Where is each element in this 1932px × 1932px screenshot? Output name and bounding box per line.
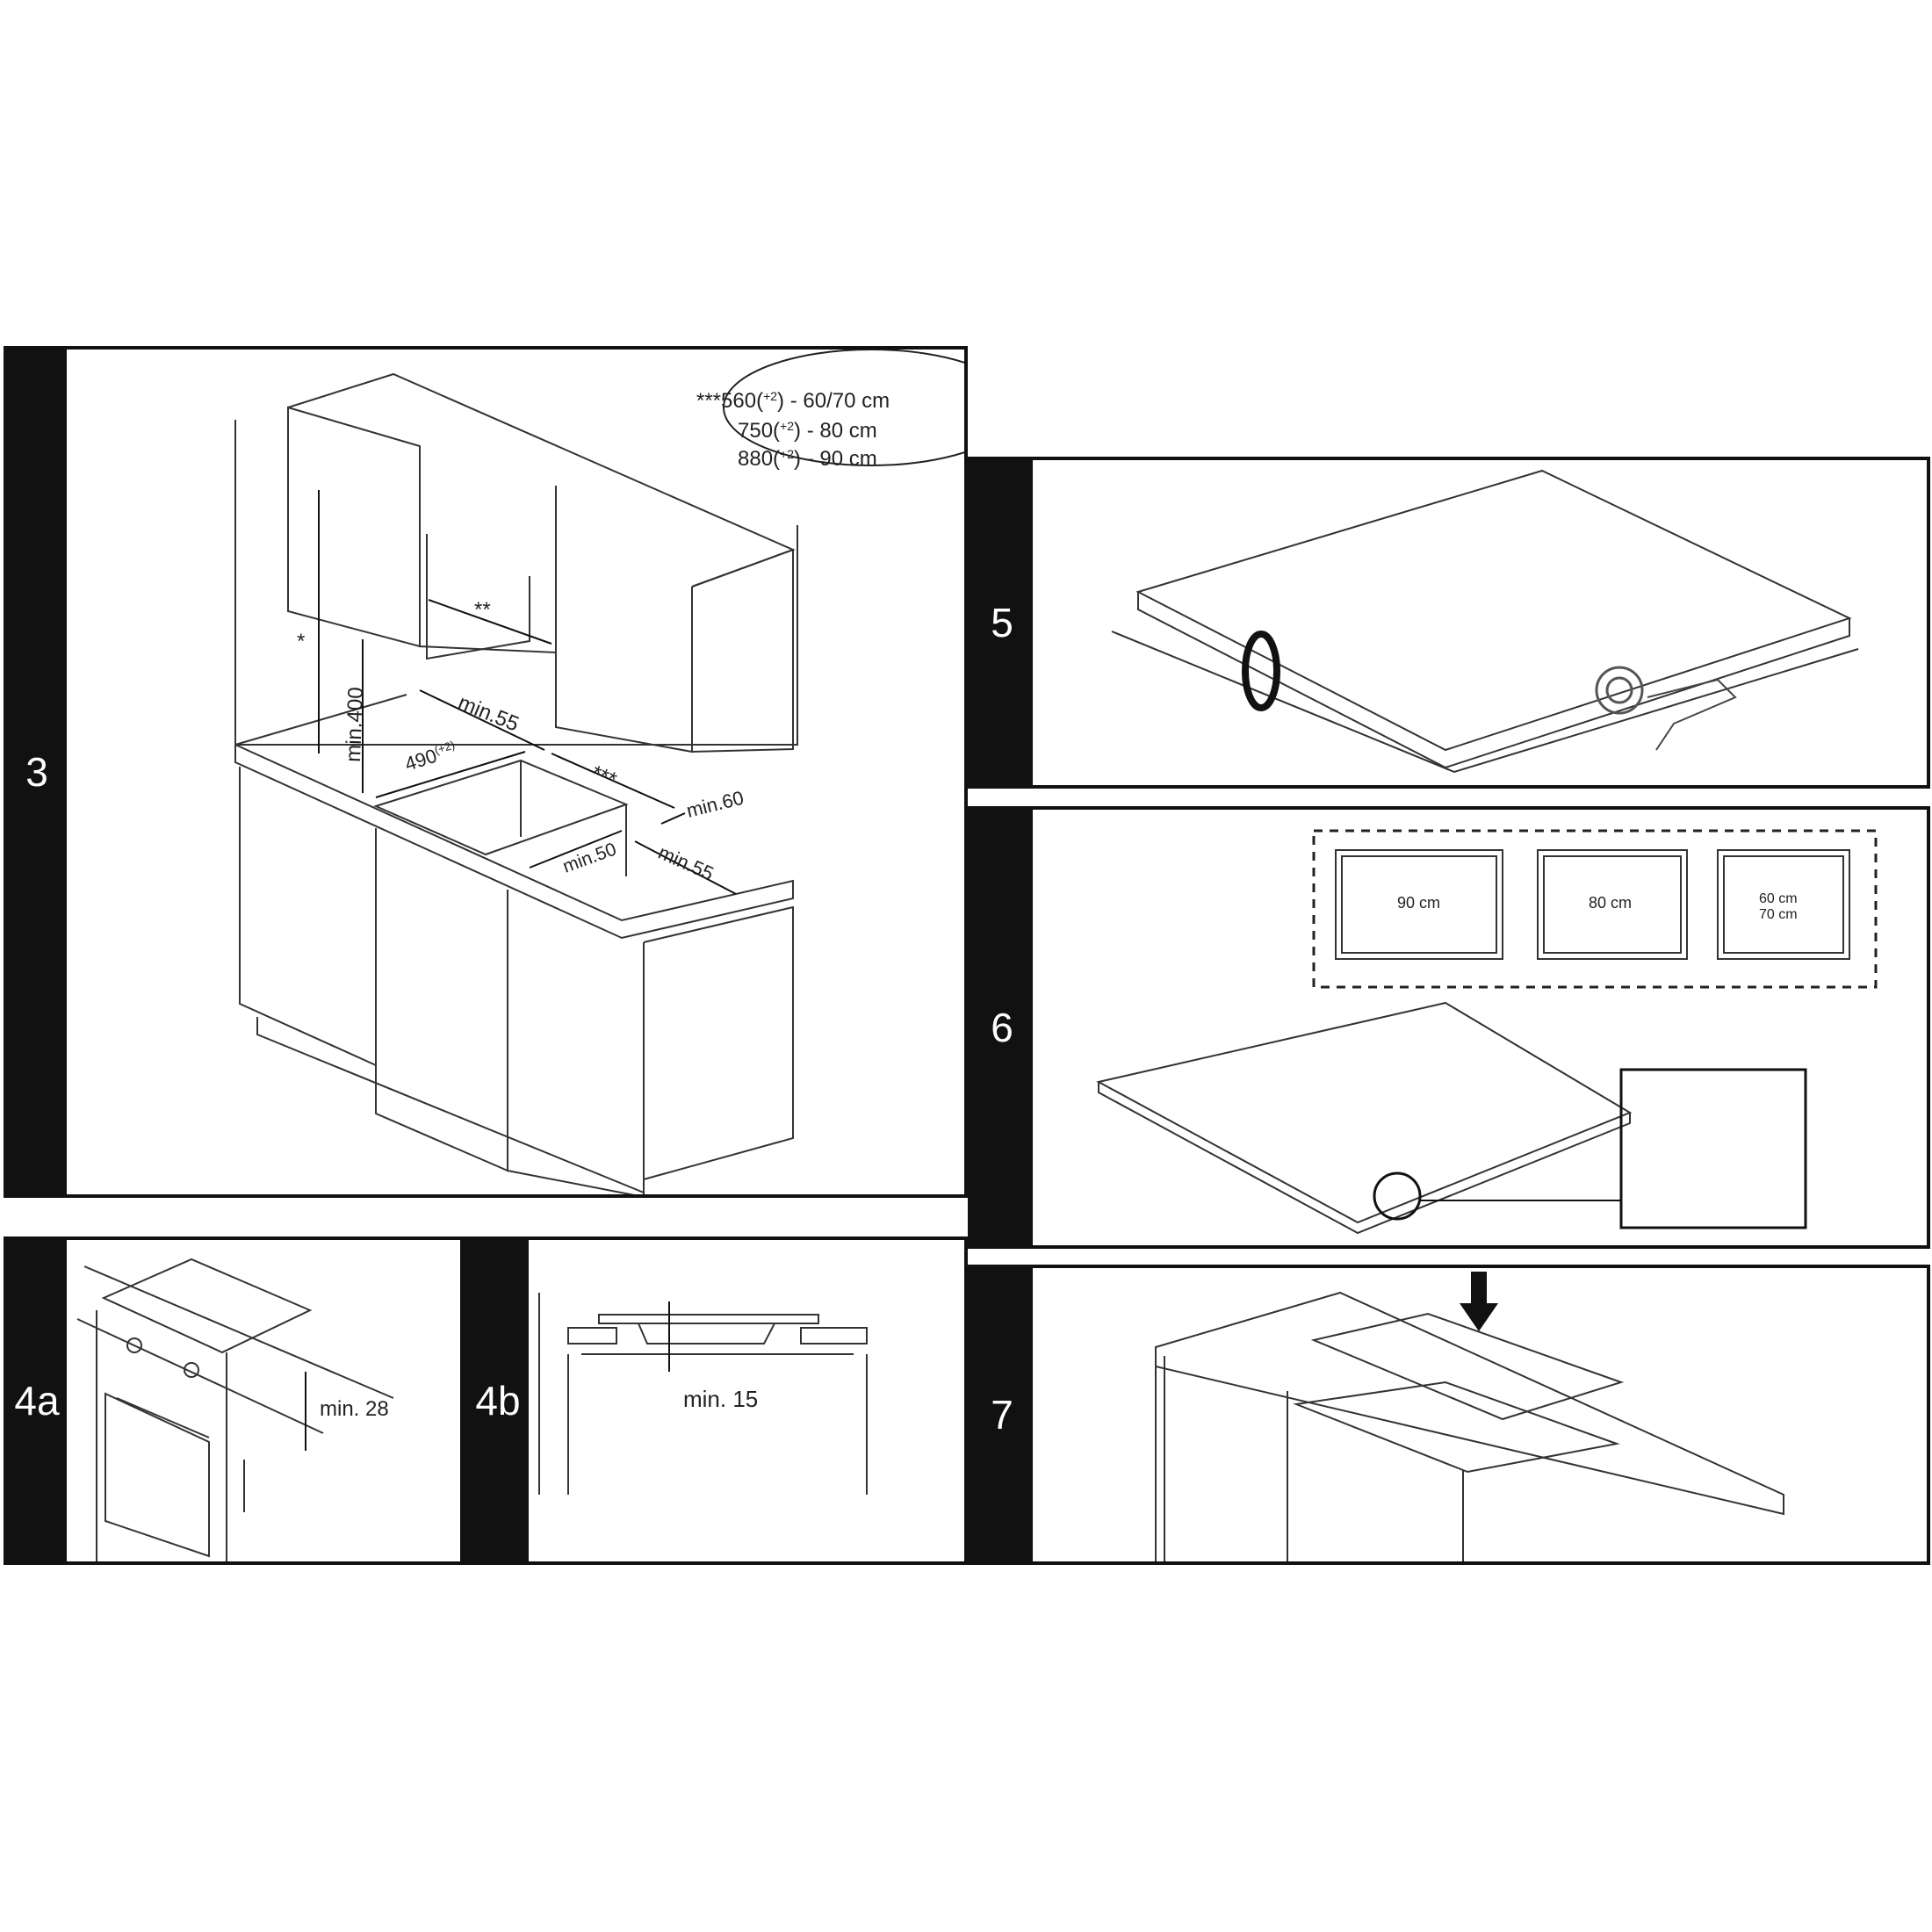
dim-min50-line [529,830,623,869]
hob-profile [598,1314,819,1324]
label-min400: min.400 [342,687,368,762]
seal-tape-roll-right [1595,666,1644,715]
down-arrow-icon [1460,1272,1498,1331]
note-line-3: 880(+2) - 90 cm [738,447,877,471]
label-490: 490(+2) [402,738,459,775]
panel-step-5: 5 [968,457,1930,789]
note-line-1: ***560(+2) - 60/70 cm [696,389,890,413]
hob-7 [1310,1312,1625,1421]
dim-min60-line [660,812,686,825]
frame-outline [1111,631,1859,774]
dim-triple-star-line [551,753,675,809]
countertop [234,743,794,940]
worktop-right [800,1327,868,1344]
step-4a-number: 4a [14,1378,60,1424]
step-4a-tab: 4a [7,1240,67,1561]
oven-under-hob-drawing: min. 28 [76,1258,394,1561]
step-7-number: 7 [991,1392,1013,1438]
hob-with-clips [1096,1001,1633,1224]
worktop-left [567,1327,617,1344]
step-5-number: 5 [991,600,1013,645]
hob-glass-top [1135,469,1852,752]
seal-application-drawing [1111,469,1859,774]
step-3-tab: 3 [7,350,67,1194]
upper-cabinet-left [287,406,421,648]
label-min60: min.60 [684,787,746,822]
plinth [256,1017,645,1193]
clip-placement-drawing: 90 cm 80 cm 60 cm 70 cm [1096,829,1878,1235]
clip-detail-box [1619,1068,1807,1229]
hob-underside [638,1323,775,1344]
seal-tape-roll-left [1242,631,1280,711]
oven-handle [116,1397,210,1438]
panel-step-7: 7 [968,1265,1930,1565]
hood-inner [426,534,530,660]
lower-cabinet-right [507,890,645,1194]
hob-top [101,1258,313,1354]
layout-80cm [1537,849,1688,960]
note-line-2: 750(+2) - 80 cm [738,419,877,443]
step-6-number: 6 [991,1005,1013,1050]
clip-zoom-circle [1373,1171,1422,1221]
cabinet-wall [567,1354,868,1495]
label-70cm: 70 cm [1759,907,1798,922]
panel-step-4b: 4b min. 15 [464,1236,968,1565]
hob-insertion-drawing [1155,1272,1784,1561]
clip-layout-box [1312,829,1878,989]
label-double-star: ** [474,598,491,622]
size-note-ellipse [723,350,964,466]
oven-body [96,1310,227,1561]
label-80cm: 80 cm [1589,894,1632,912]
label-90cm: 90 cm [1397,894,1440,912]
step-4b-tab: 4b [467,1240,529,1561]
oven-door [105,1392,210,1558]
step-4b-number: 4b [475,1378,521,1424]
oven-knob-2 [184,1362,199,1378]
label-star: * [297,630,305,653]
hand-icon [1647,678,1737,751]
back-wall [234,420,798,746]
panel-step-4a: 4a min. 28 [4,1236,464,1565]
hob-clearance-drawing: min. 15 [538,1293,868,1495]
dim-490-line [375,751,526,798]
dim-double-star-line [428,599,552,645]
cabinet-door-7 [1287,1391,1464,1561]
step-3-number: 3 [25,749,48,795]
label-min15: min. 15 [683,1386,758,1412]
label-min28: min. 28 [320,1397,389,1421]
lower-cabinet-mid [375,828,508,1172]
countertop-7 [1155,1291,1784,1516]
label-min55-top: min.55 [455,691,523,737]
kitchen-layout-drawing: ***560(+2) - 60/70 cm 750(+2) - 80 cm 88… [234,350,964,1194]
step-5-tab: 5 [971,460,1033,785]
cutout-7 [1293,1381,1620,1474]
step-7-tab: 7 [971,1268,1033,1561]
layout-60-70cm [1717,849,1850,960]
lower-cabinet-left [239,767,377,1067]
panel-step-6: 6 90 cm 80 cm 60 cm 70 cm [968,806,1930,1249]
sink-cutout [373,759,629,856]
dim-min55-top-line [419,689,545,751]
layout-90cm [1335,849,1503,960]
label-min55-side: min.55 [655,841,717,885]
dim-min55-side-line [634,840,737,895]
label-min50: min.50 [560,840,619,877]
panel-step-3: 3 [4,346,968,1198]
upper-cabinet-right [555,486,693,753]
label-60cm: 60 cm [1759,891,1798,906]
step-6-tab: 6 [971,810,1033,1245]
oven-knob-1 [126,1337,142,1353]
label-triple-star: *** [588,761,620,793]
